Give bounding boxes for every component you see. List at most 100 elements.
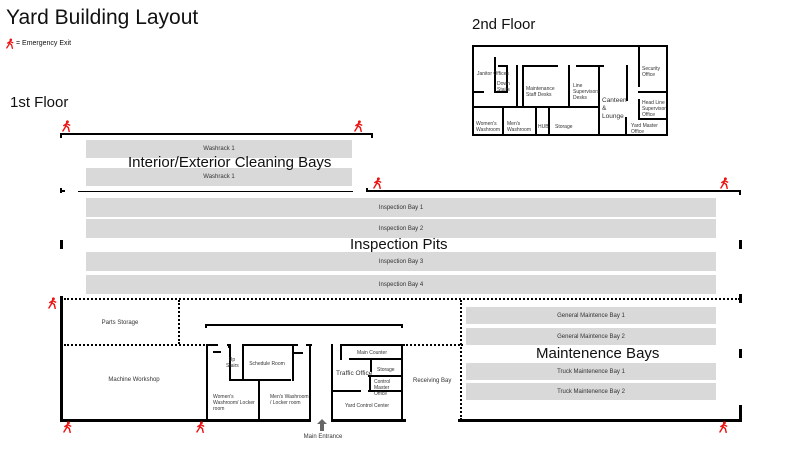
room-traffic-office: Traffic Office	[336, 370, 373, 377]
emergency-exit-icon	[354, 120, 363, 132]
wall	[368, 375, 401, 377]
maintenance-bay: Truck Maintenence Bay 2	[466, 383, 716, 400]
room-womens-washroom: Women's Washroom	[476, 121, 500, 133]
wall	[739, 349, 742, 358]
room-main-counter: Main Counter	[356, 350, 387, 356]
wall	[349, 358, 403, 360]
inspection-bay: Inspection Bay 3	[86, 252, 716, 271]
room-yard-control-center: Yard Control Center	[344, 403, 390, 409]
inspection-bay: Inspection Bay 1	[86, 198, 716, 217]
dotted-partition	[64, 298, 740, 300]
page-title: Yard Building Layout	[6, 6, 199, 29]
dotted-partition	[460, 300, 462, 420]
wall	[293, 352, 303, 354]
wall	[229, 379, 291, 381]
room-storage-2f: Storage	[555, 124, 573, 130]
room-control-master-office: Control Master Office	[374, 379, 391, 397]
wall	[739, 405, 742, 422]
room-receiving-bay: Receiving Bay	[413, 378, 452, 384]
wall	[340, 344, 342, 360]
wall	[60, 419, 208, 422]
maintenance-bay: Truck Maintenence Bay 1	[466, 363, 716, 380]
wall	[242, 344, 294, 346]
emergency-exit-icon	[6, 38, 14, 49]
wall	[331, 344, 333, 422]
first-floor-label: 1st Floor	[10, 94, 69, 111]
room-yard-master-office: Yard Master Office	[631, 123, 658, 135]
wall	[205, 324, 403, 326]
inspection-bay: Inspection Bay 2	[86, 219, 716, 238]
wall	[366, 188, 368, 192]
wall	[370, 360, 372, 372]
room-womens-washroom-locker: Women's Washroom/ Locker room	[213, 394, 255, 412]
washrack-bay: Washrack 1	[86, 140, 352, 158]
wall	[371, 133, 373, 138]
wall	[206, 419, 311, 422]
emergency-exit-icon	[720, 177, 729, 189]
wall	[206, 344, 208, 422]
wall	[60, 240, 63, 249]
room-parts-storage: Parts Storage	[101, 320, 139, 326]
second-floor-label: 2nd Floor	[472, 16, 536, 33]
emergency-exit-icon	[719, 421, 728, 433]
wall	[739, 190, 741, 195]
room-head-line-supervisor-office: Head Line Supervisor Office	[642, 100, 666, 118]
maintenance-bays-label: Maintenence Bays	[536, 345, 660, 362]
inspection-bay: Inspection Bay 4	[86, 275, 716, 294]
inspection-pits-label: Inspection Pits	[350, 236, 448, 253]
dotted-partition	[178, 300, 180, 344]
room-maintenance-staff-desks: Maintenance Staff Desks	[526, 86, 555, 98]
dotted-partition	[64, 344, 208, 346]
wall	[292, 344, 294, 381]
maintenance-bay: General Maintence Bay 2	[466, 328, 716, 345]
room-mens-washroom-locker: Men's Washroom / Locker room	[270, 394, 309, 406]
wall	[205, 324, 207, 328]
legend-label: = Emergency Exit	[16, 40, 72, 47]
wall	[60, 133, 373, 135]
wall	[258, 379, 260, 419]
wall	[369, 375, 371, 391]
room-hub: HUB	[538, 124, 549, 130]
room-janitor-offices: Janitor Offices	[477, 71, 509, 77]
room-schedule-room: Schedule Room	[249, 361, 285, 367]
wall	[739, 294, 742, 303]
wall	[309, 344, 311, 422]
room-canteen-lounge: Canteen & Lounge	[602, 97, 627, 120]
wall	[206, 344, 218, 346]
room-down-stairs: Down Stairs	[497, 81, 510, 93]
wall	[333, 390, 361, 392]
room-line-supervisors-desks: Line Supervisors Desks	[573, 83, 600, 101]
wall	[290, 344, 298, 346]
entrance-arrow-icon	[317, 419, 327, 431]
room-up-stairs: Up Stairs	[226, 357, 239, 369]
dotted-partition	[403, 344, 463, 346]
emergency-exit-icon	[63, 421, 72, 433]
room-mens-washroom: Men's Washroom	[507, 121, 531, 133]
legend: = Emergency Exit	[6, 38, 71, 49]
room-security-office: Security Office	[642, 66, 661, 78]
wall	[331, 419, 406, 422]
wall	[368, 390, 403, 392]
wall	[229, 344, 231, 381]
room-machine-workshop: Machine Workshop	[108, 377, 160, 383]
wall	[78, 191, 353, 192]
wall	[60, 296, 63, 422]
wall	[242, 344, 244, 381]
maintenance-bay: General Maintence Bay 1	[466, 307, 716, 324]
wall	[213, 351, 221, 353]
wall	[60, 190, 65, 192]
emergency-exit-icon	[62, 120, 71, 132]
wall	[340, 344, 403, 346]
wall	[60, 133, 62, 138]
emergency-exit-icon	[373, 177, 382, 189]
main-entrance-label: Main Entrance	[303, 434, 343, 440]
wall	[401, 344, 403, 422]
wall	[366, 190, 740, 192]
wall	[458, 419, 741, 422]
cleaning-bays-label: Interior/Exterior Cleaning Bays	[128, 154, 332, 171]
emergency-exit-icon	[196, 421, 205, 433]
washrack-bay: Washrack 1	[86, 168, 352, 186]
emergency-exit-icon	[48, 297, 57, 309]
room-storage: Storage	[377, 367, 395, 373]
wall	[739, 240, 742, 249]
